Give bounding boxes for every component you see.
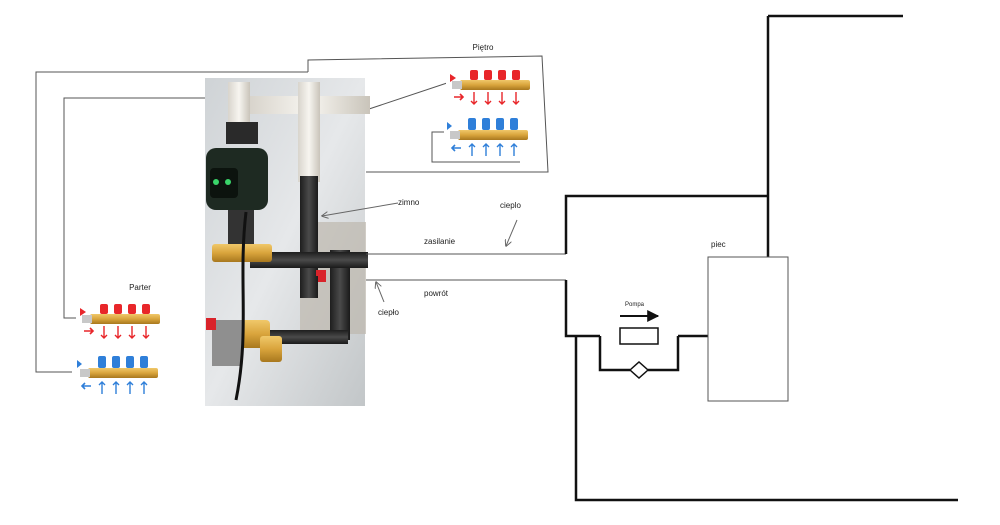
label-pietro: Piętro <box>473 43 494 52</box>
check-valve-symbol <box>628 360 650 380</box>
label-zimno: zimno <box>398 198 420 207</box>
label-piec: piec <box>711 240 726 249</box>
label-pompa: Pompa <box>625 302 645 308</box>
label-powrot: powrót <box>424 289 449 298</box>
pipe-photo <box>205 78 370 406</box>
boiler-box <box>707 256 789 402</box>
pump-symbol <box>619 327 659 345</box>
bypass-right <box>648 336 680 372</box>
connector-photo-to-pietro-red <box>365 81 451 111</box>
label-parter: Parter <box>129 283 151 292</box>
supply-riser-line <box>564 194 768 254</box>
connector-pietro-frame <box>307 55 549 173</box>
bypass-left <box>598 336 630 372</box>
parter-return-manifold <box>73 351 163 397</box>
pietro-return-manifold <box>443 113 533 159</box>
connector-inner-loop <box>63 97 205 319</box>
parter-supply-manifold <box>75 301 165 343</box>
pietro-supply-manifold <box>445 67 535 109</box>
connector-outer-loop <box>35 71 308 373</box>
connector-pietro-blue <box>431 131 520 163</box>
cieplo-top-arrow <box>506 219 518 246</box>
label-cieplo-top: cieplo <box>500 201 521 210</box>
thin-connector-lines <box>35 55 549 373</box>
return-to-pump-line <box>564 280 600 338</box>
label-zasilanie: zasilanie <box>424 237 456 246</box>
boiler-schematic <box>564 14 958 502</box>
label-cieplo-bottom: ciepło <box>378 308 399 317</box>
zimno-arrow <box>322 202 399 216</box>
bottom-return-line <box>574 336 958 502</box>
cieplo-bottom-arrow <box>376 282 385 303</box>
